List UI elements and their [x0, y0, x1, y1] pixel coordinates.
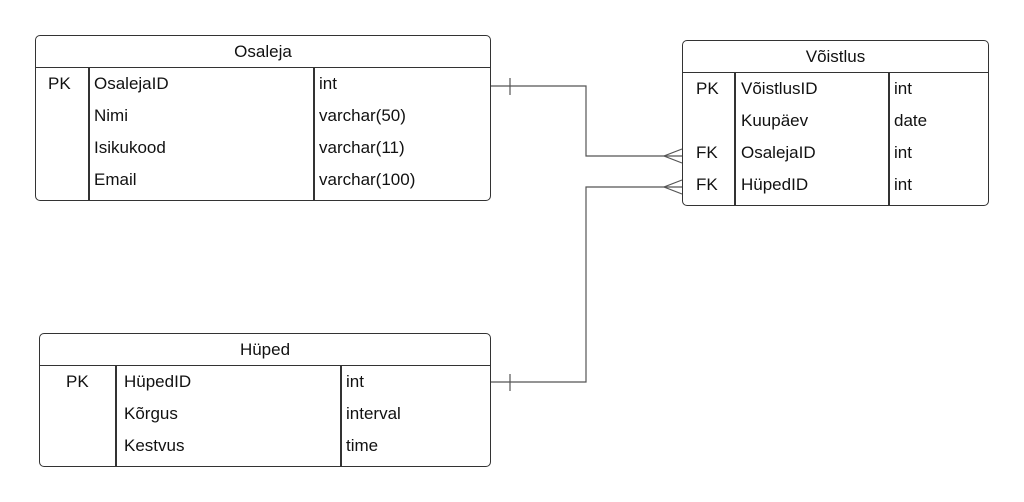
entity-osaleja[interactable]: Osaleja PK OsalejaID int Nimi varchar(50… [35, 35, 491, 201]
table-row: PK HüpedID int [40, 366, 490, 398]
entity-title: Osaleja [36, 36, 490, 68]
attribute-name: Kõrgus [124, 404, 178, 423]
attribute-name: HüpedID [741, 175, 809, 194]
attribute-type: varchar(50) [319, 106, 406, 125]
table-row: PK VõistlusID int [683, 73, 988, 105]
attribute-name: OsalejaID [741, 143, 816, 162]
key-cell: FK [696, 143, 718, 162]
attribute-name: VõistlusID [741, 79, 818, 98]
attribute-type: int [894, 79, 912, 98]
relationship-hyped-voistlus [490, 179, 683, 391]
attribute-type: int [894, 175, 912, 194]
table-row: Kõrgus interval [40, 398, 490, 430]
key-cell: PK [66, 372, 89, 391]
attribute-type: int [319, 74, 337, 93]
attribute-type: int [894, 143, 912, 162]
table-row: PK OsalejaID int [36, 68, 490, 100]
key-cell: PK [696, 79, 719, 98]
attribute-name: Kestvus [124, 436, 185, 455]
table-row: Kestvus time [40, 430, 490, 462]
attribute-type: interval [346, 404, 401, 423]
attribute-type: time [346, 436, 379, 455]
table-row: FK OsalejaID int [683, 137, 988, 169]
entity-hyped[interactable]: Hüped PK HüpedID int Kõrgus interval Kes… [39, 333, 491, 467]
table-row: FK HüpedID int [683, 169, 988, 201]
attribute-type: int [346, 372, 364, 391]
relationship-osaleja-voistlus [490, 78, 683, 164]
attribute-name: Kuupäev [741, 111, 809, 130]
table-row: Nimi varchar(50) [36, 100, 490, 132]
attribute-name: OsalejaID [94, 74, 169, 93]
attribute-name: Nimi [94, 106, 128, 125]
table-row: Email varchar(100) [36, 164, 490, 196]
key-cell: PK [48, 74, 71, 93]
attribute-type: date [894, 111, 928, 130]
table-row: Kuupäev date [683, 105, 988, 137]
key-cell: FK [696, 175, 718, 194]
attribute-name: Isikukood [94, 138, 166, 157]
attribute-name: Email [94, 170, 137, 189]
entity-voistlus[interactable]: Võistlus PK VõistlusID int Kuupäev date … [682, 40, 989, 206]
table-row: Isikukood varchar(11) [36, 132, 490, 164]
entity-title: Võistlus [683, 41, 988, 73]
attribute-type: varchar(100) [319, 170, 416, 189]
attribute-name: HüpedID [124, 372, 192, 391]
entity-title: Hüped [40, 334, 490, 366]
attribute-type: varchar(11) [319, 138, 405, 157]
